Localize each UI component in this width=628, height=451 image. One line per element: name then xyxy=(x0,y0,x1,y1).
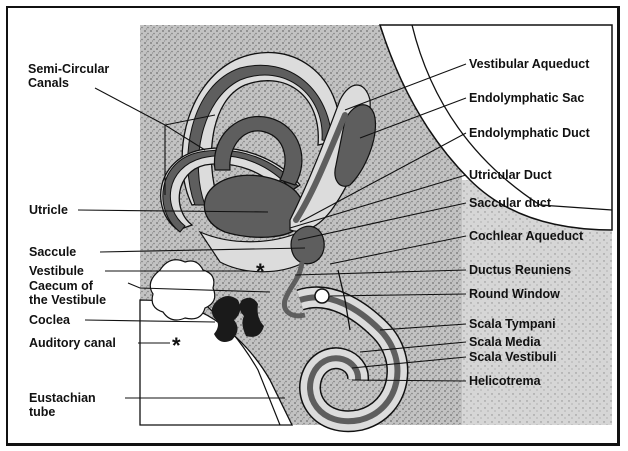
label-scala-tympani: Scala Tympani xyxy=(469,317,556,331)
label-scala-media: Scala Media xyxy=(469,335,541,349)
label-vestibule: Vestibule xyxy=(29,264,84,278)
label-caecum-of-vestibule: Caecum of the Vestibule xyxy=(29,279,106,307)
label-auditory-canal: Auditory canal xyxy=(29,336,116,350)
label-utricular-duct: Utricular Duct xyxy=(469,168,552,182)
label-cochlear-aqueduct: Cochlear Aqueduct xyxy=(469,229,583,243)
label-semi-circular-canals: Semi-Circular Canals xyxy=(28,62,109,90)
label-endolymphatic-sac: Endolymphatic Sac xyxy=(469,91,584,105)
label-ductus-reuniens: Ductus Reuniens xyxy=(469,263,571,277)
label-coclea: Coclea xyxy=(29,313,70,327)
label-saccule: Saccule xyxy=(29,245,76,259)
label-saccular-duct: Saccular duct xyxy=(469,196,551,210)
label-scala-vestibuli: Scala Vestibuli xyxy=(469,350,557,364)
label-vestibular-aqueduct: Vestibular Aqueduct xyxy=(469,57,589,71)
vestibule-marker: * xyxy=(256,262,265,282)
label-utricle: Utricle xyxy=(29,203,68,217)
saccule-body xyxy=(291,226,324,263)
label-eustachian-tube: Eustachian tube xyxy=(29,391,96,419)
label-endolymphatic-duct: Endolymphatic Duct xyxy=(469,126,590,140)
auditory-canal-marker: * xyxy=(172,336,181,356)
label-round-window: Round Window xyxy=(469,287,560,301)
label-helicotrema: Helicotrema xyxy=(469,374,541,388)
